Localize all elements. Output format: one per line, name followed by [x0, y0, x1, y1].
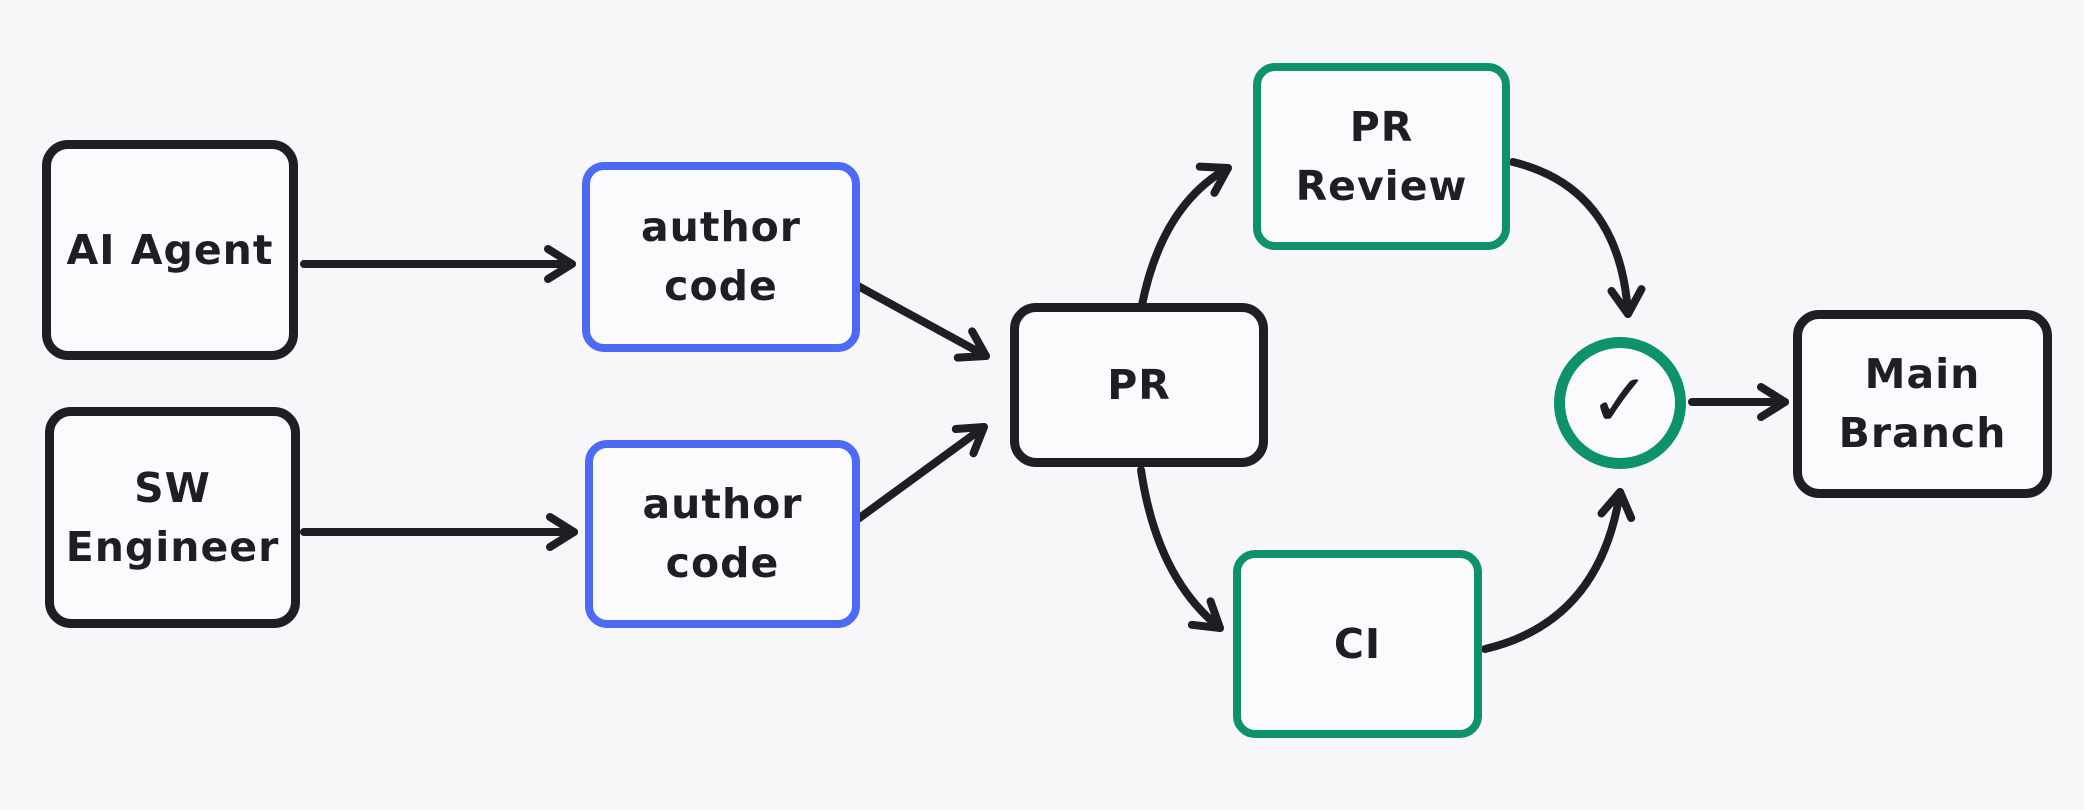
- node-sw-engineer: SW Engineer: [45, 407, 300, 628]
- node-main-branch-label-line1: Main: [1864, 350, 1981, 398]
- node-ci: CI: [1233, 550, 1482, 738]
- edge-author-code-top-to-pr: [854, 282, 990, 362]
- edge-pr-review-to-check: [1509, 158, 1646, 318]
- node-pr: PR: [1010, 303, 1268, 467]
- node-ai-agent-label: AI Agent: [66, 225, 274, 274]
- checkmark-icon: ✓: [1588, 358, 1651, 444]
- node-main-branch-label-line2: Branch: [1838, 409, 2007, 457]
- node-author-code-bottom: author code: [585, 440, 860, 628]
- node-pr-review-label-line1: PR: [1349, 102, 1414, 151]
- node-pr-review: PR Review: [1253, 63, 1510, 250]
- node-check-circle: ✓: [1554, 337, 1686, 469]
- node-author-code-top: author code: [582, 162, 860, 352]
- node-author-code-top-label-line2: code: [664, 262, 778, 310]
- node-sw-engineer-label-line1: SW: [134, 463, 211, 512]
- node-author-code-bottom-label-line2: code: [665, 539, 780, 587]
- edge-ci-to-check: [1481, 487, 1636, 653]
- node-sw-engineer-label-line2: Engineer: [65, 522, 280, 571]
- node-ci-label: CI: [1333, 619, 1382, 668]
- node-ai-agent: AI Agent: [42, 140, 298, 360]
- node-main-branch: Main Branch: [1793, 310, 2052, 498]
- node-pr-label: PR: [1107, 360, 1171, 409]
- edge-pr-to-pr-review: [1138, 162, 1232, 309]
- edge-pr-to-ci: [1137, 466, 1224, 632]
- edge-author-code-bottom-to-pr: [854, 423, 988, 523]
- node-author-code-bottom-label-line1: author: [642, 480, 803, 528]
- node-author-code-top-label-line1: author: [640, 203, 802, 251]
- node-pr-review-label-line2: Review: [1295, 161, 1468, 210]
